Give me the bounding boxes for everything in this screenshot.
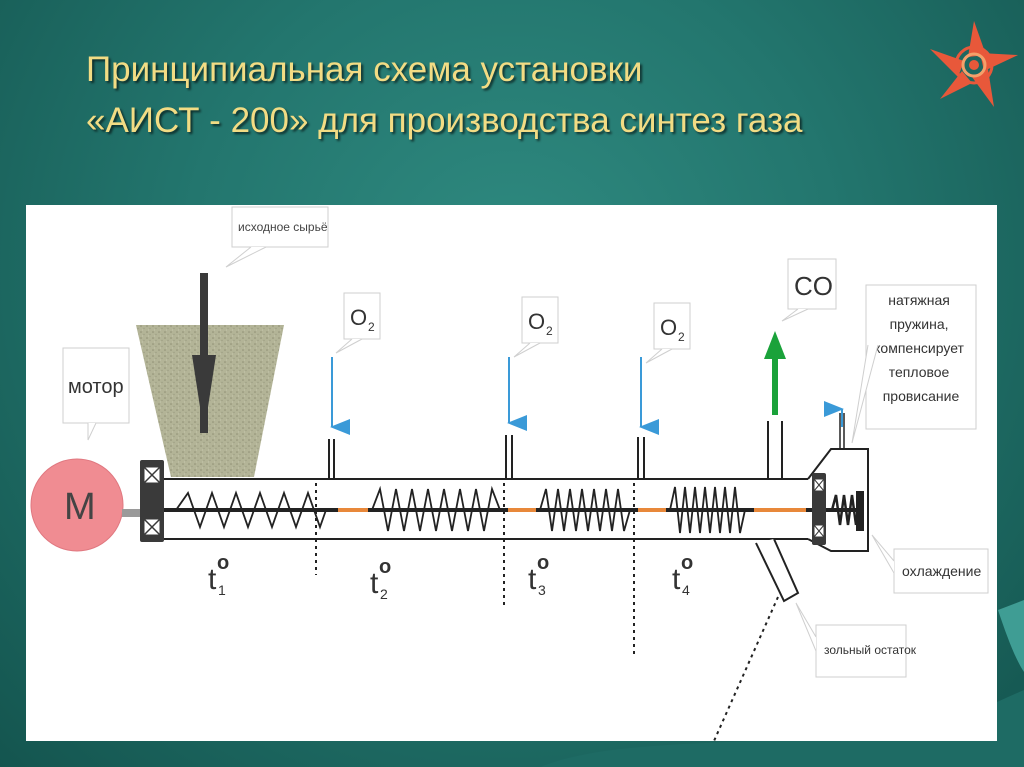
cooling-label: охлаждение [902, 563, 981, 579]
screw-flight-zone-2 [371, 485, 501, 532]
motor-label-box [62, 347, 130, 424]
temperature-t1: t o 1 [208, 552, 229, 598]
motor-label: мотор [68, 376, 124, 398]
temperature-t2: t o 2 [370, 556, 391, 602]
slide-title-line-2: «АИСТ - 200» для производства синтез газ… [86, 101, 803, 141]
ash-label-box [815, 624, 907, 678]
oxygen-inlet-1: O 2 [328, 292, 381, 479]
svg-text:t: t [672, 563, 681, 596]
feed-label-box [231, 206, 329, 248]
screw-flight-zone-1 [175, 490, 327, 530]
feed-label: исходное сырьё [238, 220, 328, 234]
motor-shaft [122, 509, 142, 517]
slide-title: Принципиальная схема установки «АИСТ - 2… [86, 44, 946, 147]
svg-text:t: t [208, 563, 217, 596]
motor-circle [30, 458, 124, 552]
spring-label: натяжная пружина, компенсирует тепловое … [874, 292, 968, 404]
cooling-label-box [893, 548, 989, 594]
ash-label-pointer [795, 602, 817, 652]
feed-label-pointer [225, 246, 267, 268]
feed-arrow-head [192, 355, 216, 433]
ash-label: зольный остаток [824, 643, 917, 657]
oxygen-inlet-3: O 2 [637, 302, 691, 479]
svg-text:4: 4 [682, 582, 690, 598]
screw-flight-zone-4 [669, 486, 746, 534]
oxygen-sub-2: 2 [546, 324, 553, 338]
swirl-logo-icon [930, 21, 1018, 107]
spring-label-line-1: натяжная [888, 292, 950, 308]
oxygen-sub-1: 2 [368, 320, 375, 334]
co-label: CO [794, 271, 833, 301]
svg-text:o: o [217, 552, 229, 574]
motor-letter: M [64, 486, 96, 528]
svg-text:3: 3 [538, 582, 546, 598]
svg-text:2: 2 [380, 586, 388, 602]
spring-label-box [865, 284, 977, 430]
oxygen-inlet-2: O 2 [505, 296, 559, 479]
motor-label-pointer [87, 422, 97, 441]
oxygen-label-3: O [660, 315, 677, 340]
temperature-t3: t o 3 [528, 552, 549, 598]
spring-label-line-3: компенсирует [874, 340, 964, 356]
oxygen-sub-3: 2 [678, 330, 685, 344]
spring-label-line-5: провисание [883, 388, 960, 404]
spring-label-line-4: тепловое [889, 364, 950, 380]
right-end-housing [807, 401, 869, 552]
ash-outlet [713, 538, 800, 742]
screw-flight-zone-3 [539, 488, 631, 532]
diagram-panel: M мотор исходное сырьё [26, 205, 997, 742]
spring-label-line-2: пружина, [890, 316, 949, 332]
svg-text:o: o [379, 556, 391, 578]
aist-200-schematic: M мотор исходное сырьё [30, 206, 989, 742]
co-outlet: CO [764, 258, 837, 479]
spring-label-pointer [851, 344, 879, 444]
svg-text:o: o [681, 552, 693, 574]
svg-text:t: t [528, 563, 537, 596]
feed-hopper [136, 325, 284, 477]
svg-text:1: 1 [218, 582, 226, 598]
cooling-label-pointer [871, 534, 895, 574]
oxygen-label-1: O [350, 305, 367, 330]
svg-text:o: o [537, 552, 549, 574]
oxygen-label-2: O [528, 309, 545, 334]
svg-text:t: t [370, 567, 379, 600]
feed-arrow-shaft [200, 273, 208, 433]
slide-title-line-1: Принципиальная схема установки [86, 50, 643, 89]
temperature-t4: t o 4 [672, 552, 693, 598]
